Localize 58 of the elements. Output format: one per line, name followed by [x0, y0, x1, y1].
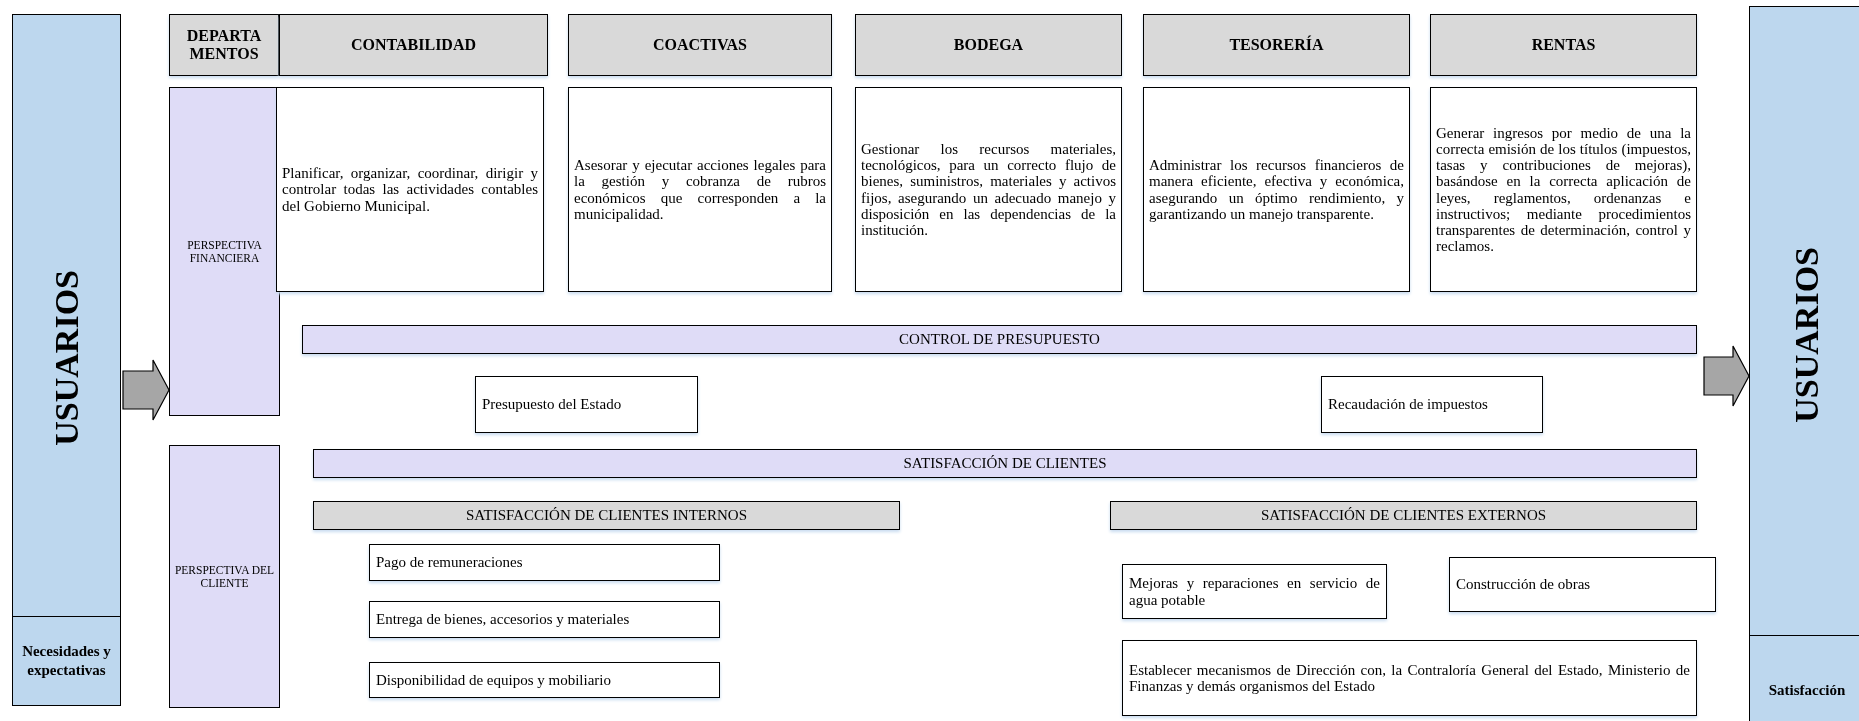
department-header	[855, 14, 1122, 76]
subsection-bar	[1110, 501, 1697, 530]
description-text: Planificar, organizar, coordinar, dirigir y controlar todas las actividades contables del Gobierno Municipal.	[282, 165, 538, 214]
item-box	[369, 544, 720, 581]
block-arrow	[122, 359, 170, 421]
description-box	[855, 87, 1122, 292]
description-text: Gestionar los recursos materiales, tecnológicos, para un correcto flujo de bienes, suministros, materiales y activos fijos, asegurando un adecuado manejo y disposición en las dependencias de la institución.	[861, 141, 1116, 238]
needs-box	[12, 616, 121, 706]
description-text: Generar ingresos por medio de una la correcta emisión de los títulos (impuestos, tasas y contribuciones de mejoras), basándose en la correcta aplicación de leyes, reglamentos, ordenanzas e instructivos; mediante procedimientos transparentes de determinación, control y reclamos.	[1436, 125, 1691, 254]
section-bar	[302, 325, 1697, 354]
header-cell	[169, 14, 279, 76]
item-box	[1122, 640, 1697, 716]
item-box	[1449, 557, 1716, 612]
department-header	[568, 14, 832, 76]
vertical-title: USUARIOS	[49, 270, 84, 446]
description-box	[1143, 87, 1410, 292]
department-header	[1143, 14, 1410, 76]
perspective-label: PERSPECTIVA FINANCIERA	[186, 238, 263, 265]
header-label: CONTABILIDAD	[349, 35, 478, 55]
bar-label: CONTROL DE PRESUPUESTO	[898, 332, 1101, 347]
item-text: Presupuesto del Estado	[482, 396, 623, 413]
item-text: Establecer mecanismos de Dirección con, la Contraloría General del Estado, Ministerio de Finanzas y demás organismos del Estado	[1129, 661, 1690, 695]
item-text: Entrega de bienes, accesorios y materiales	[376, 611, 631, 628]
block-arrow	[1703, 345, 1750, 407]
item-text: Recaudación de impuestos	[1328, 396, 1489, 413]
perspective-band	[169, 87, 280, 416]
description-box	[568, 87, 832, 292]
subsection-bar	[313, 501, 900, 530]
box-label: Necesidades y expectativas	[21, 642, 112, 680]
header-label: DEPARTA MENTOS	[185, 26, 263, 64]
bar-label: SATISFACCIÓN DE CLIENTES	[902, 456, 1108, 471]
description-box	[1430, 87, 1697, 292]
bar-label: SATISFACCIÓN DE CLIENTES INTERNOS	[465, 508, 748, 523]
header-label: RENTAS	[1530, 35, 1597, 55]
perspective-band	[169, 445, 280, 708]
item-text: Construcción de obras	[1456, 576, 1592, 593]
description-text: Asesorar y ejecutar acciones legales para la gestión y cobranza de rubros económicos que corresponden a la municipalidad.	[574, 157, 826, 222]
header-label: COACTIVAS	[652, 35, 748, 55]
box-label: Satisfacción	[1767, 680, 1847, 700]
item-text: Pago de remuneraciones	[376, 554, 524, 571]
section-bar	[313, 449, 1697, 478]
header-label: BODEGA	[952, 35, 1025, 55]
item-box	[369, 601, 720, 638]
description-text: Administrar los recursos financieros de manera eficiente, efectiva y económica, asegurando un óptimo rendimiento, y garantizando un manejo transparente.	[1149, 157, 1404, 222]
description-box	[276, 87, 544, 292]
vertical-title: USUARIOS	[1790, 247, 1824, 423]
department-header	[1430, 14, 1697, 76]
item-box	[369, 662, 720, 698]
item-box	[1321, 376, 1543, 433]
department-header	[279, 14, 548, 76]
item-text: Disponibilidad de equipos y mobiliario	[376, 671, 612, 689]
perspective-label: PERSPECTIVA DEL CLIENTE	[173, 563, 276, 590]
item-box	[475, 376, 698, 433]
item-box	[1122, 564, 1387, 619]
users-column	[12, 14, 121, 705]
header-label: TESORERÍA	[1228, 35, 1325, 55]
item-text: Mejoras y reparaciones en servicio de agua potable	[1129, 575, 1380, 608]
bar-label: SATISFACCIÓN DE CLIENTES EXTERNOS	[1259, 508, 1548, 523]
